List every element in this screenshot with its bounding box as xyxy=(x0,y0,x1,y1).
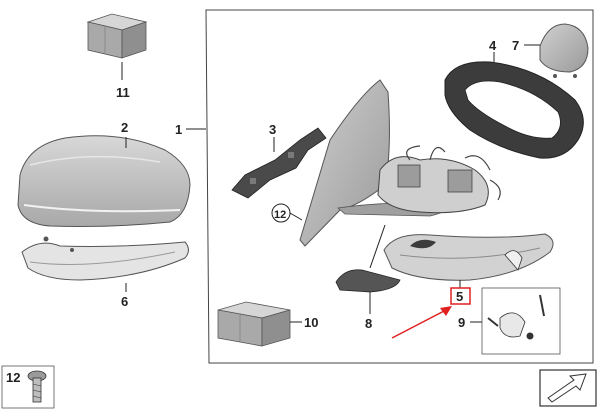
callout-2: 2 xyxy=(121,120,128,135)
callout-11: 11 xyxy=(116,85,130,100)
callout-10: 10 xyxy=(304,315,318,330)
assembly-frame xyxy=(205,9,594,364)
callout-6: 6 xyxy=(121,294,128,309)
mirror-base-housing xyxy=(299,79,447,247)
part-5-highlight-box xyxy=(450,287,471,305)
red-pointer-arrow xyxy=(391,306,452,339)
part-3-bracket xyxy=(231,127,327,199)
callout-3: 3 xyxy=(269,122,276,137)
part-6-turn-signal xyxy=(21,236,189,281)
part-11-box xyxy=(86,13,148,59)
part-10-box xyxy=(217,301,291,347)
motor-wiring-assembly xyxy=(377,145,501,214)
callout-1: 1 xyxy=(175,122,182,137)
callout-5: 5 xyxy=(456,289,463,304)
navigation-arrow-icon[interactable] xyxy=(539,369,597,407)
part-7-actuator xyxy=(539,23,589,78)
part-5-lower-trim xyxy=(383,233,554,281)
callout-9: 9 xyxy=(458,315,465,330)
callout-8: 8 xyxy=(365,316,372,331)
callout-12-circled: 12 xyxy=(274,209,286,221)
callout-12-legend: 12 xyxy=(6,370,20,385)
legend-12-frame xyxy=(1,365,55,409)
part-4-mirror-frame xyxy=(444,61,584,159)
part-9-hardware-kit xyxy=(481,250,561,355)
callout-4: 4 xyxy=(489,38,497,53)
part-8-seal xyxy=(335,269,401,293)
callout-7: 7 xyxy=(512,38,519,53)
screw-icon xyxy=(27,370,47,403)
part-2-mirror-cap xyxy=(17,135,191,227)
